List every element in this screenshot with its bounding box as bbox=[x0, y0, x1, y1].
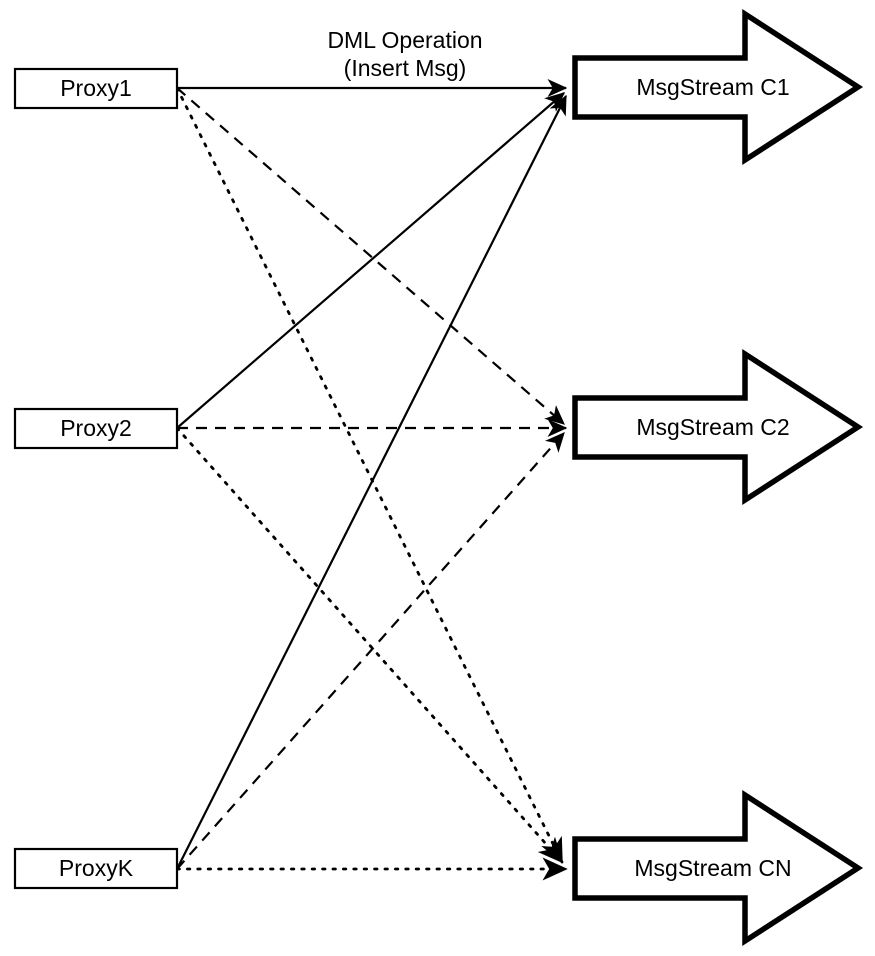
edge-proxy1-to-stream-cn bbox=[175, 86, 564, 864]
edge-proxyk-to-stream-c2 bbox=[176, 432, 565, 870]
stream-cn-label: MsgStream CN bbox=[634, 855, 791, 881]
edge-proxy2-to-stream-c1 bbox=[176, 92, 565, 429]
stream-cn-arrow-shape[interactable] bbox=[572, 789, 864, 947]
annotation-line-2: (Insert Msg) bbox=[344, 55, 467, 81]
proxy-node-proxy2[interactable]: Proxy2 bbox=[13, 407, 179, 450]
proxy-node-proxyk[interactable]: ProxyK bbox=[13, 847, 179, 890]
msgstream-node-cn[interactable]: MsgStream CN bbox=[572, 789, 864, 947]
msgstream-node-c2[interactable]: MsgStream C2 bbox=[572, 348, 864, 506]
annotation-line-1: DML Operation bbox=[327, 27, 482, 53]
proxy-node-proxy1[interactable]: Proxy1 bbox=[13, 67, 179, 110]
msgstream-node-c1[interactable]: MsgStream C1 bbox=[572, 8, 864, 166]
stream-c2-arrow-shape[interactable] bbox=[572, 348, 864, 506]
proxy1-box[interactable] bbox=[13, 67, 179, 110]
edge-proxyk-to-stream-c1 bbox=[176, 94, 567, 870]
edge-proxy1-to-stream-c2 bbox=[176, 87, 565, 425]
stream-c1-label: MsgStream C1 bbox=[636, 74, 789, 100]
edge-layer bbox=[175, 78, 568, 881]
proxyk-box[interactable] bbox=[13, 847, 179, 890]
edge-proxy2-to-stream-cn bbox=[175, 426, 564, 864]
proxy2-box[interactable] bbox=[13, 407, 179, 450]
stream-c1-arrow-shape[interactable] bbox=[572, 8, 864, 166]
proxyk-label: ProxyK bbox=[59, 855, 134, 881]
stream-c2-label: MsgStream C2 bbox=[636, 414, 789, 440]
proxy2-label: Proxy2 bbox=[60, 415, 132, 441]
annotation-dml-operation: DML Operation (Insert Msg) bbox=[327, 27, 482, 81]
proxy1-label: Proxy1 bbox=[60, 75, 132, 101]
